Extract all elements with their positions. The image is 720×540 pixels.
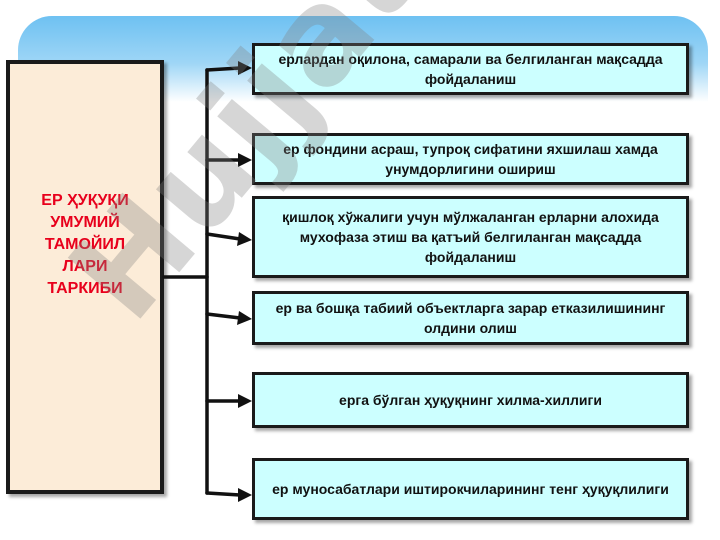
arrowhead-1 [238,61,252,75]
arrowhead-5 [238,394,252,408]
principle-box-3: қишлоқ хўжалиги учун мўлжаланган ерларни… [252,196,689,278]
arrow-line-4 [205,312,242,320]
principle-box-6: ер муносабатлари иштирокчиларининг тенг … [252,458,689,520]
arrow-line-1 [205,66,242,72]
arrowhead-6 [238,488,252,502]
arrow-line-3 [205,232,242,241]
principle-box-5: ерга бўлган ҳуқуқнинг хилма-хиллиги [252,372,689,428]
arrowhead-3 [237,232,252,246]
main-concept-title: ЕР ҲУҚУҚИ УМУМИЙ ТАМОЙИЛ ЛАРИ ТАРКИБИ [41,192,129,297]
main-concept-box: ЕР ҲУҚУҚИ УМУМИЙ ТАМОЙИЛ ЛАРИ ТАРКИБИ [6,60,164,494]
arrowhead-2 [238,153,252,167]
arrowhead-4 [237,311,252,325]
principle-box-4: ер ва бошқа табиий объектларга зарар етк… [252,291,689,345]
principle-box-1: ерлардан оқилона, самарали ва белгиланга… [252,43,689,95]
arrow-line-6 [205,491,242,497]
principle-box-2: ер фондини асраш, тупроқ сифатини яхшила… [252,133,689,185]
